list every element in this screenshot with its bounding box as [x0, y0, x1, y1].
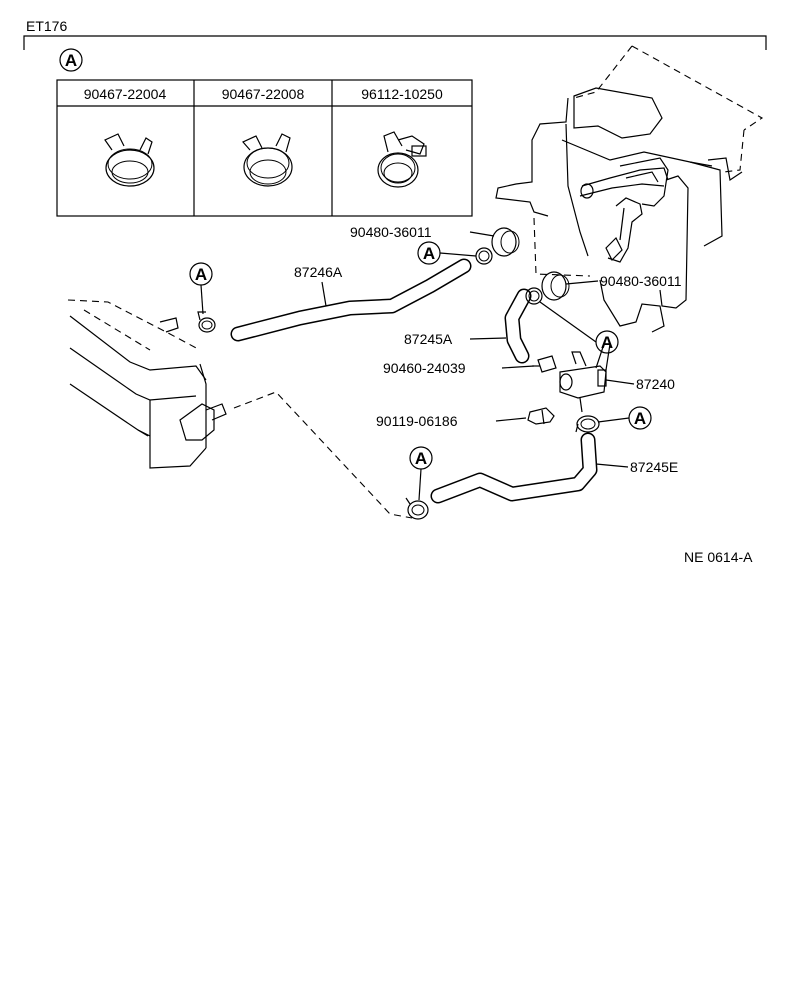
clamp-illustration-3 [377, 131, 427, 188]
clamp-table: 90467-22004 90467-22008 96112-10250 [56, 79, 473, 217]
svg-text:A: A [195, 265, 207, 284]
label-hose-lower: 87245E [630, 459, 678, 475]
water-valve [532, 343, 611, 413]
hose-clamp-middle [525, 287, 543, 305]
grommet-right [541, 271, 570, 301]
label-hose-middle: 87245A [404, 331, 453, 347]
page-code: ET176 [26, 18, 67, 34]
label-grommet-right: 90480-36011 [600, 273, 682, 289]
svg-text:A: A [634, 409, 646, 428]
hose-87245a [504, 288, 532, 364]
radiator-tank [67, 299, 227, 469]
hose-clamp-left [197, 311, 216, 333]
hose-clamp-bottom [405, 497, 429, 520]
leader-screw [495, 417, 527, 422]
label-screw: 90119-06186 [376, 413, 458, 429]
svg-text:A: A [601, 333, 613, 352]
callout-a-bottom: A [409, 446, 433, 501]
hidden-connection-line [233, 391, 413, 519]
clamp-header-3: 96112-10250 [361, 86, 443, 102]
leader-hose-middle [469, 337, 507, 340]
callout-a-upper-left: A [189, 262, 213, 315]
header-bracket-line [23, 35, 767, 50]
leader-water-valve [605, 379, 635, 385]
leader-grommet-upper [469, 231, 495, 237]
svg-text:A: A [415, 449, 427, 468]
callout-a-lower-right: A [597, 406, 652, 430]
grommet-upper [491, 227, 520, 257]
label-grommet-upper: 90480-36011 [350, 224, 432, 240]
hose-87246a [230, 258, 472, 342]
clamp-illustration-1 [104, 133, 155, 187]
hose-clamp-upper [475, 247, 493, 265]
svg-text:A: A [423, 244, 435, 263]
callout-a-middle: A [539, 301, 619, 354]
leader-grommet-right [565, 280, 599, 285]
leader-hose-lower [595, 463, 629, 468]
label-hose-upper: 87246A [294, 264, 343, 280]
callout-a-upper: A [417, 241, 477, 265]
leader-clamp-bolt [501, 365, 535, 369]
figure-code: NE 0614-A [684, 549, 753, 565]
hose-87245e [430, 432, 598, 504]
heater-unit [495, 45, 764, 333]
leader-hose-upper [321, 281, 327, 307]
screw [527, 407, 555, 425]
hose-clamp-lower [575, 415, 600, 433]
clamp-illustration-2 [242, 133, 293, 187]
callout-a-table: A [59, 48, 83, 72]
clamp-header-1: 90467-22004 [84, 86, 167, 102]
label-clamp-bolt: 90460-24039 [383, 360, 466, 376]
label-water-valve: 87240 [636, 376, 675, 392]
callout-letter: A [65, 51, 77, 70]
clamp-header-2: 90467-22008 [222, 86, 305, 102]
